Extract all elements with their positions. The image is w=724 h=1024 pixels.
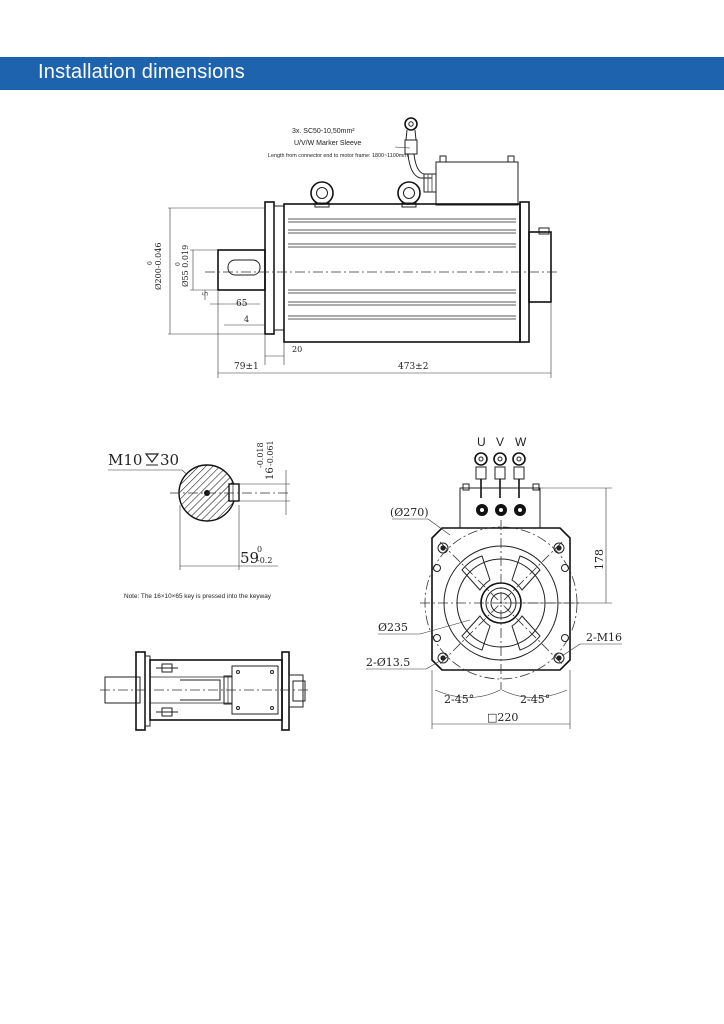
cable-lug-icon xyxy=(394,117,432,179)
height-dim: 178 xyxy=(593,549,606,570)
motor-side-view: 3x. SC50-10,50mm² U/V/W Marker Sleeve Le… xyxy=(147,117,560,378)
square-dim: □220 xyxy=(487,711,518,724)
key-width-tol-upper: -0.018 xyxy=(256,442,265,468)
thread-depth-label: 30 xyxy=(160,451,179,469)
cable-spec-label: 3x. SC50-10,50mm² xyxy=(292,128,355,135)
key-length-dim: 65 xyxy=(236,299,248,309)
shaft-diameter-tol: 0 xyxy=(175,262,182,266)
flange-diameter-tol: 0 xyxy=(147,261,154,265)
section-title: Installation dimensions xyxy=(38,61,245,83)
phase-u-label: U xyxy=(477,435,486,449)
flange-thickness-dim: 20 xyxy=(292,345,302,354)
shaft-section-view: M10 30 16 -0.018 -0.061 59 0 -0.2 Note: … xyxy=(108,440,290,600)
depth-symbol-icon xyxy=(144,453,160,463)
motor-top-view xyxy=(100,651,310,731)
key-width-tol-lower: -0.061 xyxy=(266,440,275,466)
outer-circle-dim: (Ø270) xyxy=(390,506,429,519)
motor-shaft xyxy=(217,249,266,291)
threads-dim: 2-M16 xyxy=(586,631,622,644)
cable-length-label: Length from connector end to motor frame… xyxy=(268,153,408,159)
angle-right-dim: 2-45° xyxy=(520,693,550,706)
motor-front-view: U V W xyxy=(366,435,622,729)
key-height-tol-lower: -0.2 xyxy=(257,556,272,565)
holes-dim: 2-Ø13.5 xyxy=(366,656,410,669)
angle-left-dim: 2-45° xyxy=(444,693,474,706)
key-offset-dim: 5 xyxy=(202,292,210,296)
shaft-diameter-dim: Ø55 0.019 xyxy=(181,245,190,287)
mounting-flange xyxy=(264,201,275,335)
terminal-v-icon xyxy=(493,452,507,498)
terminal-w-icon xyxy=(512,452,526,498)
key xyxy=(228,483,240,502)
flange-diameter-dim: Ø200-0.046 xyxy=(154,243,163,290)
terminal-u-icon xyxy=(474,452,488,498)
phase-v-label: V xyxy=(496,435,504,449)
key-width-dim: 16 xyxy=(265,467,276,480)
marker-sleeve-label: U/V/W Marker Sleeve xyxy=(294,140,361,147)
phase-w-label: W xyxy=(515,435,527,449)
key-height-dim: 59 xyxy=(240,549,259,567)
shoulder-dim: 4 xyxy=(244,315,249,324)
key-height-tol-upper: 0 xyxy=(257,545,262,554)
junction-box xyxy=(423,155,519,206)
body-length-dim: 473±2 xyxy=(398,362,428,372)
encoder-cover xyxy=(528,231,552,303)
shaft-length-dim: 79±1 xyxy=(234,362,259,372)
thread-size-label: M10 xyxy=(108,451,142,469)
section-header: Installation dimensions xyxy=(0,57,724,90)
motor-body xyxy=(283,203,521,343)
key-note: Note: The 16×10×65 key is pressed into t… xyxy=(124,593,272,600)
square-flange xyxy=(431,527,571,671)
pcd-dim: Ø235 xyxy=(378,621,408,634)
